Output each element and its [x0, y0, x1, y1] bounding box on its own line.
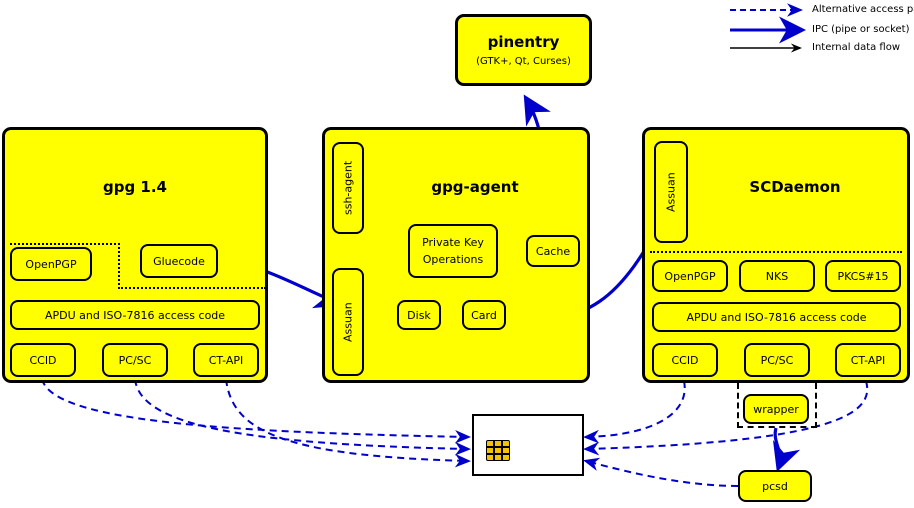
pinentry-subtitle: (GTK+, Qt, Curses) [476, 55, 571, 67]
scdaemon-dotted-divider [650, 251, 902, 253]
scdaemon-driver-ctapi[interactable]: CT-API [835, 343, 901, 377]
scdaemon-driver-pcsc[interactable]: PC/SC [744, 343, 810, 377]
gpg-driver-ccid[interactable]: CCID [10, 343, 76, 377]
private-key-operations-box[interactable]: Private Key Operations [408, 224, 498, 278]
alt-gpg-ccid-to-card [41, 378, 471, 444]
gpg-dotted-top [10, 243, 120, 245]
alt-pcsd-to-card [583, 457, 739, 487]
legend-label-ipc: IPC (pipe or socket) [812, 24, 910, 35]
gpg-openpgp-box[interactable]: OpenPGP [10, 247, 92, 281]
ipc-wrapper-to-pcsd [772, 427, 801, 473]
alt-scd-ccid-to-card [583, 380, 686, 444]
wrapper-box[interactable]: wrapper [743, 394, 809, 424]
scdaemon-apdu-box[interactable]: APDU and ISO-7816 access code [652, 302, 901, 332]
pinentry-box[interactable]: pinentry (GTK+, Qt, Curses) [455, 14, 592, 86]
gpg-dotted-bottom [118, 287, 266, 289]
gpg-agent-cache-box[interactable]: Cache [526, 235, 580, 267]
wrapper-dashed-container [737, 383, 817, 428]
legend-label-alt-paths: Alternative access paths [812, 4, 914, 15]
legend-label-internal: Internal data flow [812, 42, 901, 53]
gpg-driver-pcsc[interactable]: PC/SC [102, 343, 168, 377]
pko-line-1: Private Key [422, 235, 484, 249]
gpg-agent-disk-box[interactable]: Disk [397, 300, 441, 330]
smartcard-chip-icon [486, 440, 510, 461]
alt-scd-ctapi-to-card [583, 380, 869, 456]
pko-line-2: Operations [422, 253, 484, 266]
gpg-dotted-vertical [118, 243, 120, 289]
scdaemon-assuan-box[interactable]: Assuan [654, 141, 688, 243]
gpg-agent-title: gpg-agent [431, 178, 519, 196]
scdaemon-app-pkcs15[interactable]: PKCS#15 [825, 260, 901, 292]
pcsd-box[interactable]: pcsd [738, 470, 812, 502]
alt-gpg-ctapi-to-card [225, 378, 471, 468]
gpg-driver-ctapi[interactable]: CT-API [193, 343, 259, 377]
scdaemon-title: SCDaemon [749, 178, 841, 196]
alt-gpg-pcsc-to-card [134, 378, 471, 456]
gpg-gluecode-box[interactable]: Gluecode [140, 244, 218, 278]
scdaemon-app-nks[interactable]: NKS [739, 260, 815, 292]
scdaemon-app-openpgp[interactable]: OpenPGP [652, 260, 728, 292]
gpg-apdu-box[interactable]: APDU and ISO-7816 access code [10, 300, 260, 330]
gpg-title: gpg 1.4 [102, 178, 167, 196]
gpg-agent-assuan-box[interactable]: Assuan [332, 268, 364, 376]
scdaemon-driver-ccid[interactable]: CCID [652, 343, 718, 377]
pinentry-title: pinentry [487, 32, 560, 51]
gpg-agent-sshagent-box[interactable]: ssh-agent [332, 142, 364, 234]
gpg-agent-card-box[interactable]: Card [462, 300, 506, 330]
